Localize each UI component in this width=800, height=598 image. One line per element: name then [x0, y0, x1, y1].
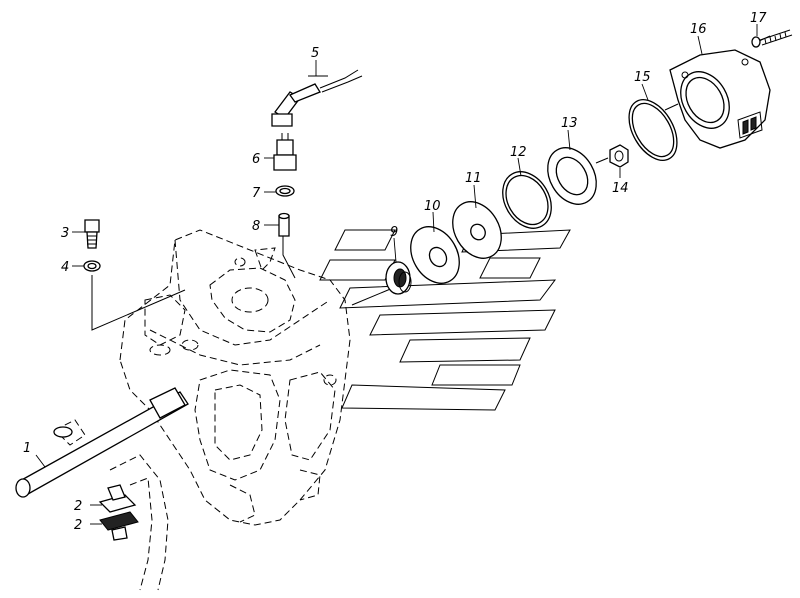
callout-8: 8 — [252, 219, 260, 234]
background-panels — [319, 229, 571, 411]
part-2-upper-slider — [98, 484, 137, 513]
callout-2-lower: 2 — [74, 518, 82, 533]
callout-4: 4 — [61, 260, 69, 275]
part-7-washer — [275, 185, 295, 197]
callout-16: 16 — [690, 22, 707, 37]
part-15-o-ring — [628, 99, 678, 161]
alignment-lines — [91, 35, 771, 331]
callout-10: 10 — [424, 199, 441, 214]
part-9-bearing — [385, 261, 412, 295]
part-6-switch — [273, 133, 297, 171]
part-12-ring — [502, 171, 552, 229]
callout-6: 6 — [252, 152, 260, 167]
part-13-ring — [547, 147, 597, 205]
part-2-lower-slider — [99, 511, 139, 541]
part-5-sensor-cable — [271, 69, 363, 127]
callout-3: 3 — [61, 226, 69, 241]
callout-11: 11 — [465, 171, 482, 186]
callout-5: 5 — [311, 46, 319, 61]
callout-12: 12 — [510, 145, 527, 160]
part-17-screw — [751, 29, 793, 48]
part-14-nut — [609, 144, 629, 168]
callout-1: 1 — [23, 441, 31, 456]
callout-leaders — [35, 24, 758, 525]
callout-labels: 1 2 2 3 4 5 6 7 8 9 10 11 12 13 14 15 16… — [23, 11, 767, 533]
callout-17: 17 — [750, 11, 767, 26]
callout-13: 13 — [561, 116, 578, 131]
part-10-disc — [410, 226, 460, 284]
callout-15: 15 — [634, 70, 651, 85]
part-1-shift-rod — [15, 387, 189, 498]
part-11-disc — [452, 201, 502, 259]
part-16-cylinder-housing — [669, 49, 771, 149]
callout-14: 14 — [612, 181, 629, 196]
callout-9: 9 — [390, 225, 398, 240]
part-4-washer — [83, 260, 101, 272]
callout-7: 7 — [252, 186, 261, 201]
part-3-plug — [84, 219, 100, 249]
gearbox-housing-outline — [54, 229, 351, 591]
part-8-pin — [278, 212, 290, 237]
callout-2-upper: 2 — [74, 499, 82, 514]
